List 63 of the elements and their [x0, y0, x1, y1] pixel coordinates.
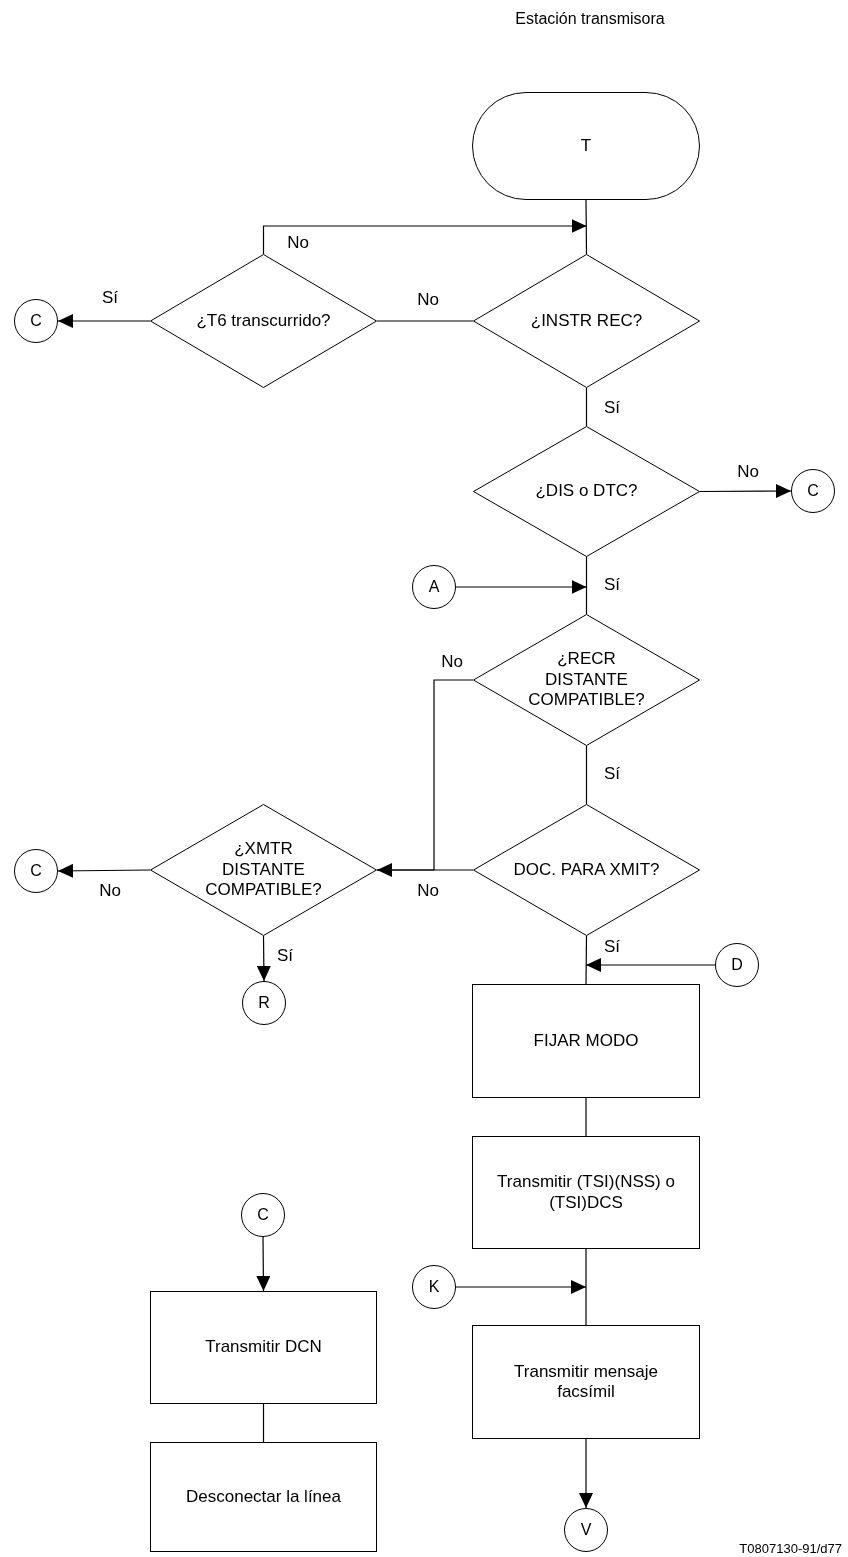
connector-line — [376, 320, 474, 322]
arrow — [57, 863, 151, 878]
step-text: Transmitir (TSI)(NSS) o (TSI)DCS — [496, 1172, 676, 1213]
connector-letter: C — [257, 1205, 269, 1225]
figure-code: T0807130-91/d77 — [739, 1541, 842, 1556]
decision-diamond — [150, 254, 377, 388]
arrow — [455, 1280, 587, 1294]
arrow — [579, 1438, 593, 1509]
connector-line — [585, 1097, 587, 1137]
connector-circle — [14, 849, 58, 893]
decision-text: ¿XMTR DISTANTE COMPATIBLE? — [204, 839, 323, 901]
connector-line — [585, 935, 588, 985]
process-box — [150, 1442, 377, 1552]
process-box — [472, 984, 700, 1098]
process-box — [472, 1325, 700, 1439]
arrow — [455, 580, 588, 594]
decision-text: ¿T6 transcurrido? — [196, 310, 331, 332]
connector-line — [585, 556, 588, 615]
arrow — [699, 484, 792, 499]
step-text: T — [580, 135, 592, 157]
connector-letter: V — [580, 1520, 592, 1540]
connector-letter: A — [428, 577, 440, 597]
step-text: Transmitir mensaje facsímil — [513, 1361, 659, 1403]
connector-letter: C — [30, 311, 42, 331]
step-text: FIJAR MODO — [533, 1030, 639, 1052]
connector-circle — [241, 1193, 285, 1237]
decision-text: ¿DIS o DTC? — [535, 481, 638, 502]
diagram-title: Estación transmisora — [514, 10, 666, 28]
connector-line — [376, 869, 474, 871]
connector-circle — [412, 565, 456, 609]
arrow — [262, 219, 588, 255]
step-text: Desconectar la línea — [186, 1486, 341, 1508]
decision-diamond — [473, 614, 700, 746]
arrow — [256, 1236, 271, 1292]
connector-circle — [564, 1508, 608, 1552]
process-box — [150, 1291, 377, 1404]
process-box — [472, 1136, 700, 1249]
connector-letter: K — [428, 1277, 440, 1297]
connector-circle — [791, 469, 835, 513]
connector-circle — [14, 299, 58, 343]
connector-circle — [715, 943, 759, 987]
arrow — [256, 935, 271, 982]
connector-line — [585, 745, 588, 805]
connector-letter: D — [731, 955, 743, 975]
connector-letter: C — [30, 861, 42, 881]
connector-line — [585, 199, 588, 255]
decision-text: ¿RECR DISTANTE COMPATIBLE? — [527, 649, 646, 711]
arrow — [57, 314, 151, 328]
connector-letter: C — [807, 481, 819, 501]
decision-diamond — [473, 426, 700, 557]
decision-diamond — [150, 804, 377, 936]
decision-text: ¿INSTR REC? — [530, 310, 643, 332]
connector-circle — [242, 981, 286, 1025]
connector-line — [585, 387, 588, 427]
decision-diamond — [473, 804, 700, 936]
connector-circle — [412, 1265, 456, 1309]
connector-line — [262, 1403, 265, 1443]
decision-diamond — [473, 254, 700, 388]
connector-letter: R — [258, 993, 270, 1013]
connector-line — [585, 1248, 587, 1326]
step-text: Transmitir DCN — [205, 1337, 322, 1358]
decision-text: DOC. PARA XMIT? — [513, 859, 660, 881]
arrow — [585, 958, 716, 972]
